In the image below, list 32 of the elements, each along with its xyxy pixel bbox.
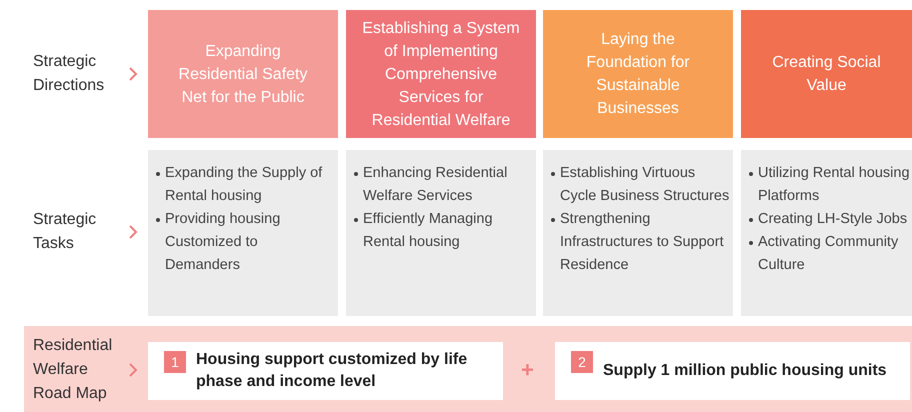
task-card (741, 150, 912, 316)
task-text: Efficiently Managing Rental housing (363, 210, 494, 252)
number-badge: 1 (164, 351, 186, 373)
task-text: Enhancing Residential Welfare Services (363, 164, 508, 206)
task-card (346, 150, 536, 316)
direction-box (148, 10, 338, 138)
goal-box (148, 342, 503, 400)
task-card (148, 150, 338, 316)
goal-text: Supply 1 million public housing units (603, 361, 887, 381)
task-text: Utilizing Rental housing Platforms (758, 164, 910, 206)
task-card (543, 150, 733, 316)
row-label: Strategic Directions (33, 52, 106, 96)
task-text: Creating LH-Style Jobs (758, 210, 908, 229)
row-label: Residential Welfare Road Map (33, 336, 114, 404)
task-text: Activating Community Culture (758, 233, 900, 275)
direction-text: Laying the Foundation for Sustainable Businesses (585, 30, 691, 119)
task-text: Expanding the Supply of Rental housing (165, 164, 324, 206)
row-label: Strategic Tasks (33, 210, 98, 254)
goal-text: Housing support customized by life phase and income level (196, 350, 468, 392)
direction-box (346, 10, 536, 138)
direction-text: Creating Social Value (771, 53, 882, 96)
goal-box (555, 342, 910, 400)
direction-box (543, 10, 733, 138)
roadmap-band (24, 326, 912, 412)
direction-text: Establishing a System of Implementing Comprehensive Services for Residential Welfare (362, 18, 520, 130)
number-badge: 2 (571, 351, 593, 373)
direction-box (741, 10, 912, 138)
task-text: Establishing Virtuous Cycle Business Structures (560, 164, 730, 206)
task-text: Providing housing Customized to Demanders (165, 210, 282, 275)
direction-text: Expanding Residential Safety Net for the Public (178, 42, 308, 108)
task-text: Strengthening Infrastructures to Support Residence (560, 210, 725, 275)
plus-sign: + (521, 358, 535, 382)
